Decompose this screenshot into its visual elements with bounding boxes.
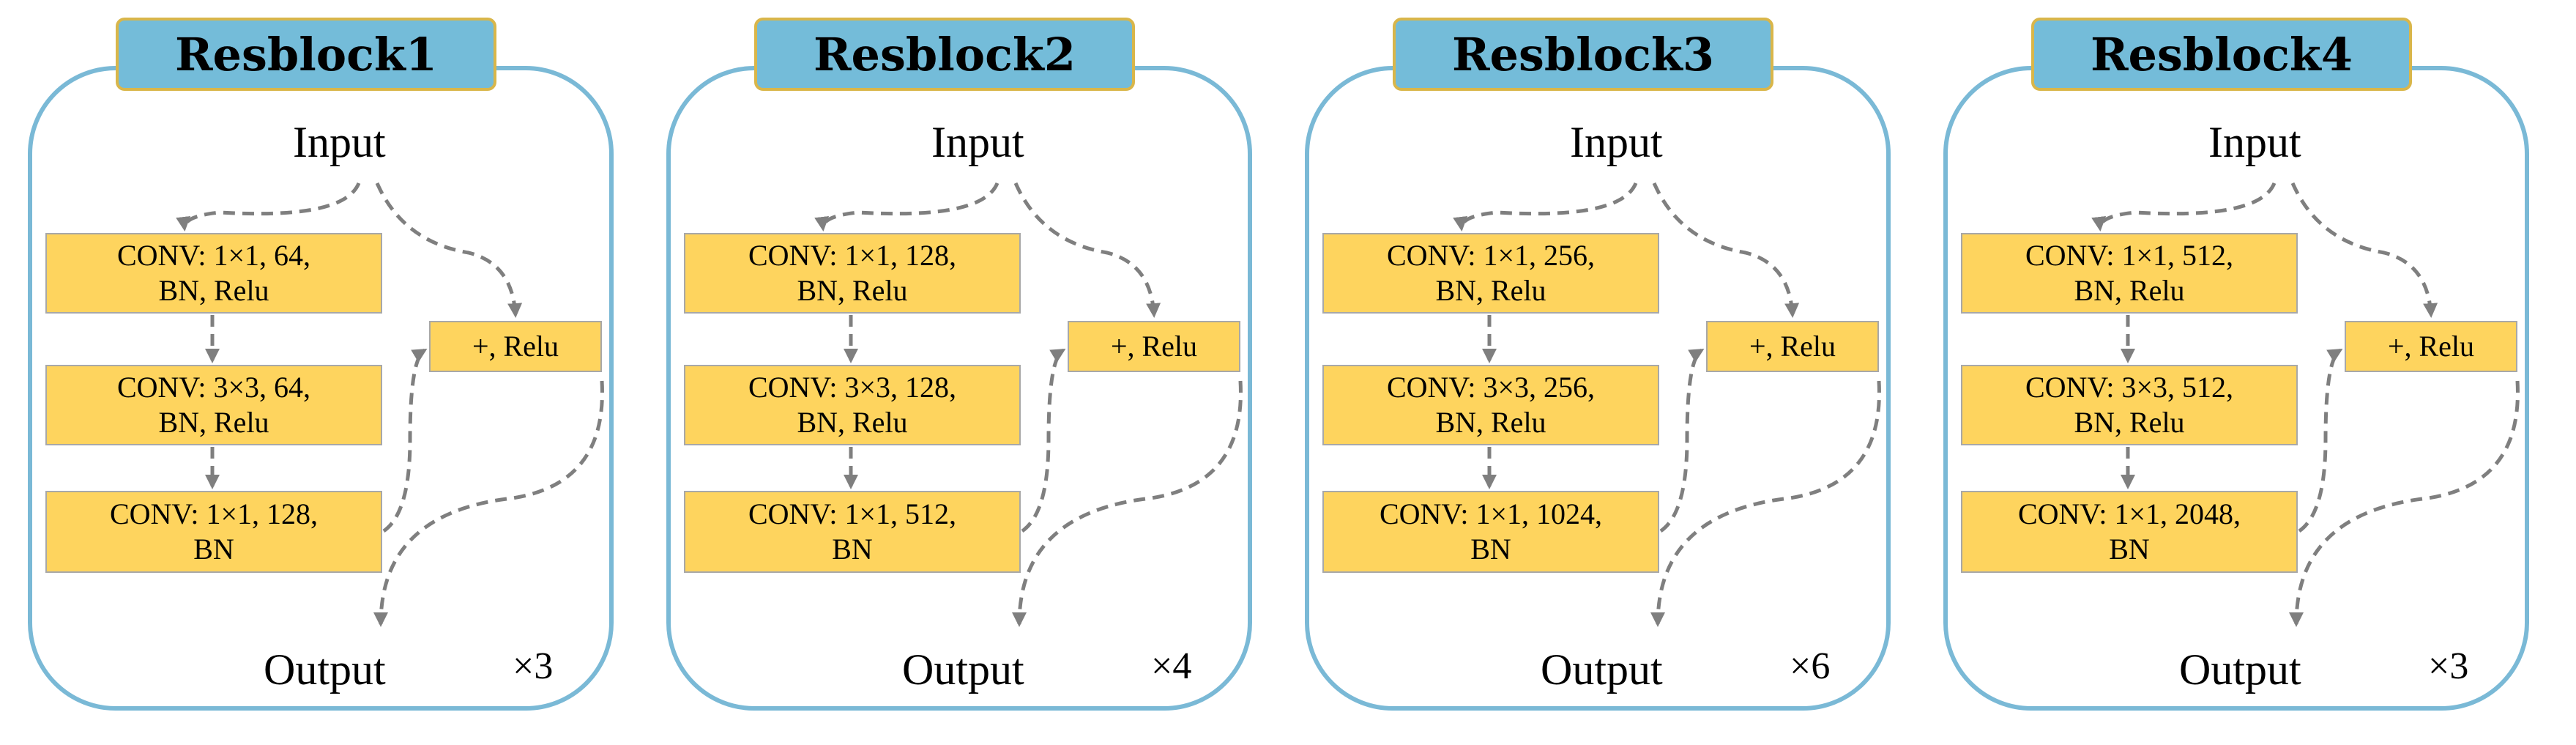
- conv1-line1: CONV: 1×1, 64,: [116, 239, 311, 272]
- resblock-3: Resblock3 Input CONV: 1×1, 256, BN, Relu…: [1277, 0, 1921, 745]
- conv3-line1: CONV: 1×1, 2048,: [2017, 497, 2241, 530]
- add-relu-box: +, Relu: [1068, 321, 1240, 372]
- conv2-box: CONV: 3×3, 256, BN, Relu: [1322, 365, 1659, 445]
- resblock-title: Resblock4: [2031, 18, 2412, 91]
- conv3-box: CONV: 1×1, 128, BN: [45, 491, 382, 573]
- conv1-line1: CONV: 1×1, 256,: [1386, 239, 1596, 272]
- conv3-line2: BN: [1470, 533, 1511, 566]
- input-label: Input: [2208, 118, 2301, 166]
- repeat-count: ×4: [1151, 645, 1192, 687]
- input-label: Input: [1570, 118, 1663, 166]
- conv2-line2: BN, Relu: [797, 406, 908, 439]
- conv1-line2: BN, Relu: [158, 274, 269, 307]
- conv3-box: CONV: 1×1, 1024, BN: [1322, 491, 1659, 573]
- output-label: Output: [2179, 645, 2301, 694]
- resblock-4: Resblock4 Input CONV: 1×1, 512, BN, Relu…: [1916, 0, 2560, 745]
- conv2-line2: BN, Relu: [2074, 406, 2185, 439]
- repeat-count: ×3: [513, 645, 554, 687]
- conv1-line1: CONV: 1×1, 128,: [748, 239, 957, 272]
- output-label: Output: [902, 645, 1024, 694]
- resblock-title: Resblock3: [1393, 18, 1773, 91]
- conv3-line2: BN: [193, 533, 234, 566]
- repeat-count: ×6: [1790, 645, 1831, 687]
- input-label: Input: [931, 118, 1024, 166]
- conv3-line1: CONV: 1×1, 512,: [748, 497, 957, 530]
- conv1-box: CONV: 1×1, 128, BN, Relu: [684, 233, 1021, 314]
- conv2-line1: CONV: 3×3, 128,: [748, 371, 957, 404]
- conv2-box: CONV: 3×3, 128, BN, Relu: [684, 365, 1021, 445]
- input-label: Input: [293, 118, 386, 166]
- conv1-line2: BN, Relu: [2074, 274, 2185, 307]
- output-label: Output: [1541, 645, 1663, 694]
- conv3-line1: CONV: 1×1, 128,: [109, 497, 319, 530]
- conv3-box: CONV: 1×1, 512, BN: [684, 491, 1021, 573]
- conv1-box: CONV: 1×1, 64, BN, Relu: [45, 233, 382, 314]
- conv2-line2: BN, Relu: [158, 406, 269, 439]
- conv2-line1: CONV: 3×3, 256,: [1386, 371, 1596, 404]
- conv2-box: CONV: 3×3, 64, BN, Relu: [45, 365, 382, 445]
- conv1-line2: BN, Relu: [1435, 274, 1546, 307]
- repeat-count: ×3: [2428, 645, 2469, 687]
- resblock-title: Resblock1: [116, 18, 496, 91]
- conv1-box: CONV: 1×1, 512, BN, Relu: [1961, 233, 2298, 314]
- conv1-line1: CONV: 1×1, 512,: [2025, 239, 2234, 272]
- add-relu-box: +, Relu: [1706, 321, 1879, 372]
- conv2-line1: CONV: 3×3, 64,: [116, 371, 311, 404]
- conv3-box: CONV: 1×1, 2048, BN: [1961, 491, 2298, 573]
- conv3-line2: BN: [832, 533, 873, 566]
- conv3-line1: CONV: 1×1, 1024,: [1379, 497, 1603, 530]
- conv2-line1: CONV: 3×3, 512,: [2025, 371, 2234, 404]
- resblock-2: Resblock2 Input CONV: 1×1, 128, BN, Relu…: [639, 0, 1283, 745]
- conv1-line2: BN, Relu: [797, 274, 908, 307]
- add-relu-box: +, Relu: [2345, 321, 2517, 372]
- conv1-box: CONV: 1×1, 256, BN, Relu: [1322, 233, 1659, 314]
- add-relu-box: +, Relu: [429, 321, 602, 372]
- resblock-title: Resblock2: [754, 18, 1135, 91]
- resblock-1: Resblock1 Input CONV: 1×1, 64, BN, Relu …: [0, 0, 644, 745]
- conv3-line2: BN: [2109, 533, 2150, 566]
- conv2-line2: BN, Relu: [1435, 406, 1546, 439]
- output-label: Output: [264, 645, 386, 694]
- conv2-box: CONV: 3×3, 512, BN, Relu: [1961, 365, 2298, 445]
